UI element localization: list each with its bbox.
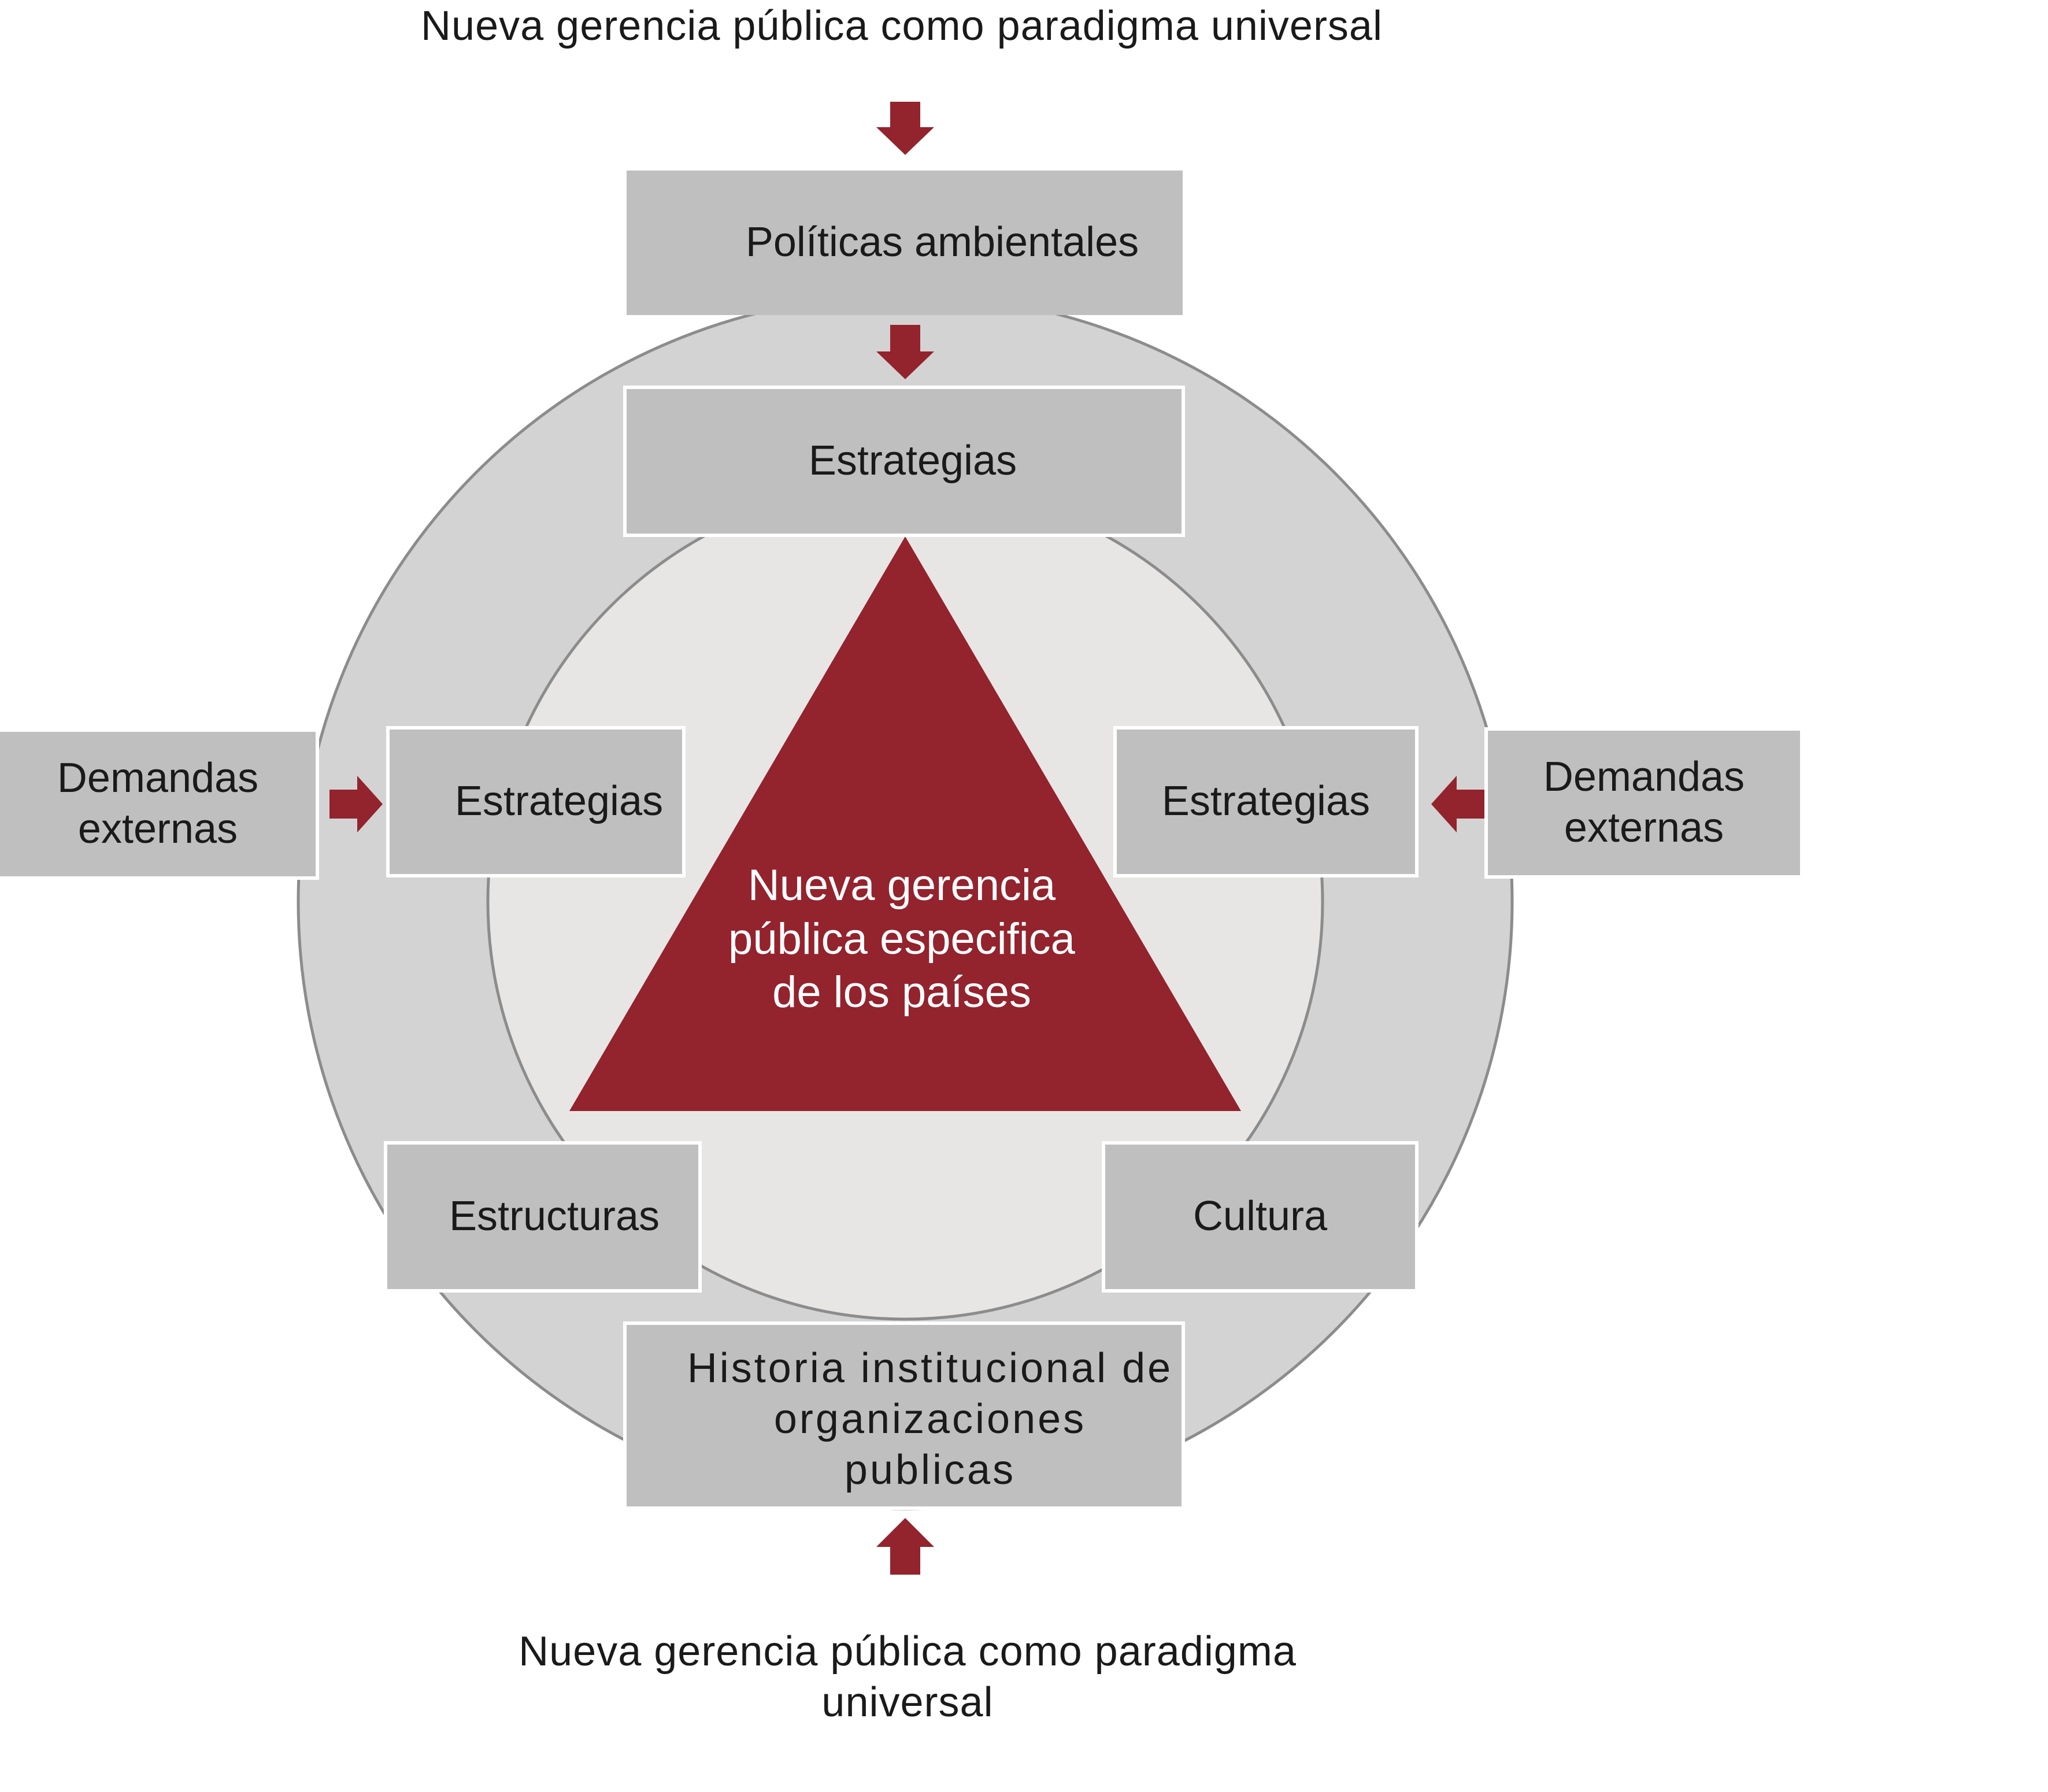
estructuras-label: Estructuras xyxy=(449,1193,660,1240)
estrategias-left-label: Estrategias xyxy=(454,778,664,825)
demandas-externas-right-label: Demandas externas xyxy=(1543,754,1745,851)
demandas-externas-left-box: Demandas externas xyxy=(0,728,319,880)
estructuras-box: Estructuras xyxy=(384,1141,702,1293)
demandas-externas-right-box: Demandas externas xyxy=(1484,727,1803,879)
arrow-left-right-icon xyxy=(1431,776,1484,832)
arrow-down-politicas-icon xyxy=(876,325,934,379)
center-text: Nueva gerencia pública especifica de los… xyxy=(728,861,1075,1017)
arrow-up-bottom-icon xyxy=(876,1518,934,1575)
bottom-label: Nueva gerencia pública como paradigma un… xyxy=(519,1628,1297,1726)
historia-institucional-box: Historia institucional de organizaciones… xyxy=(623,1321,1185,1510)
historia-institucional-label: Historia institucional de organizaciones… xyxy=(687,1345,1173,1493)
top-label: Nueva gerencia pública como paradigma un… xyxy=(421,3,1383,49)
cultura-box: Cultura xyxy=(1102,1141,1419,1293)
politicas-ambientales-box: Políticas ambientales xyxy=(627,171,1183,315)
cultura-label: Cultura xyxy=(1192,1193,1328,1240)
politicas-ambientales-label: Políticas ambientales xyxy=(745,219,1139,266)
estrategias-left-box: Estrategias xyxy=(386,726,686,878)
estrategias-top-label: Estrategias xyxy=(808,438,1017,484)
estrategias-right-label: Estrategias xyxy=(1161,778,1371,825)
arrow-right-left-icon xyxy=(329,776,383,832)
arrow-down-top-icon xyxy=(876,102,934,155)
estrategias-top-box: Estrategias xyxy=(623,386,1185,537)
center-triangle xyxy=(569,536,1241,1111)
estrategias-right-box: Estrategias xyxy=(1113,726,1419,878)
demandas-externas-left-label: Demandas externas xyxy=(57,755,259,852)
